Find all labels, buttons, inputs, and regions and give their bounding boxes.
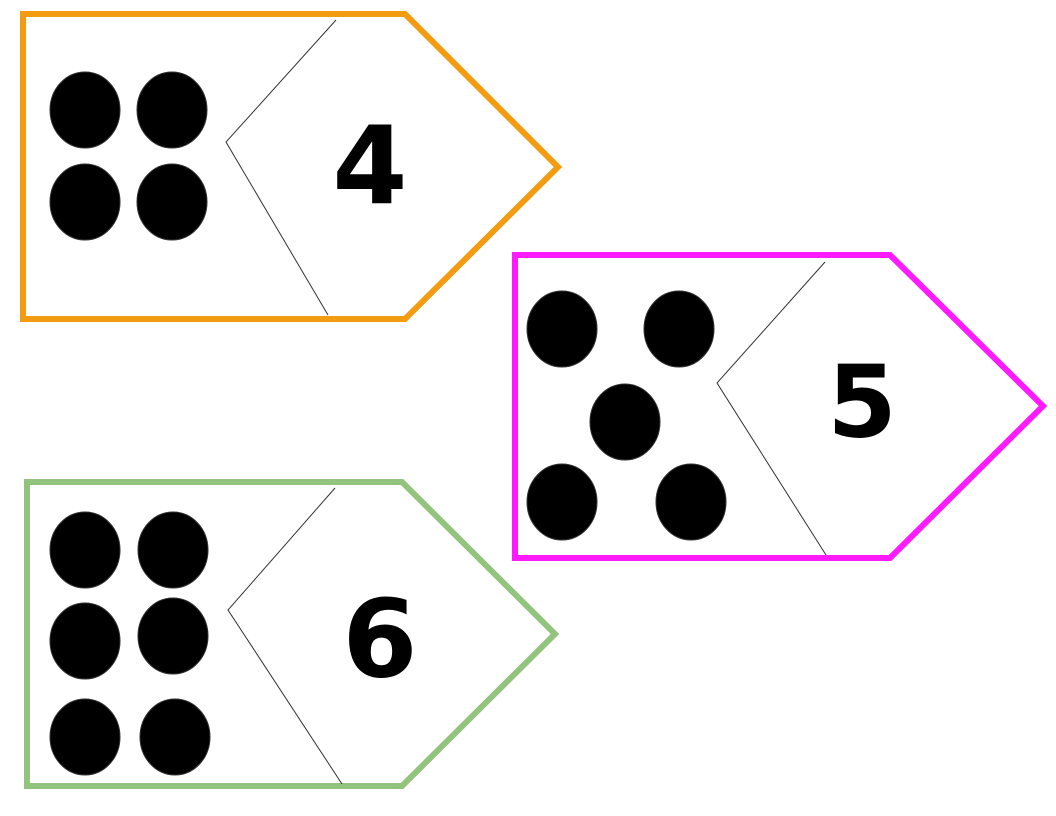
dot-pattern	[49, 71, 208, 241]
dot	[526, 290, 598, 368]
card-outline	[20, 11, 563, 322]
dot	[49, 602, 121, 680]
dot-pattern	[526, 290, 727, 541]
dot	[655, 463, 727, 541]
dot	[49, 163, 121, 241]
dot	[643, 290, 715, 368]
dot	[137, 597, 209, 675]
dot-pattern	[49, 511, 211, 776]
dot	[49, 71, 121, 149]
card-divider	[716, 261, 827, 556]
dot	[49, 511, 121, 589]
dot	[136, 163, 208, 241]
card-numeral: 6	[342, 578, 417, 703]
dot	[589, 383, 661, 461]
card-divider	[227, 487, 343, 785]
dot	[49, 698, 121, 776]
puzzle-card-6: 6	[24, 479, 560, 789]
card-divider	[225, 19, 337, 316]
card-numeral: 4	[332, 105, 407, 230]
dot	[136, 71, 208, 149]
puzzle-card-5: 5	[512, 252, 1048, 561]
card-numeral: 5	[827, 344, 897, 461]
dot	[139, 698, 211, 776]
dot	[137, 511, 209, 589]
dot	[526, 463, 598, 541]
puzzle-card-4: 4	[20, 11, 563, 322]
